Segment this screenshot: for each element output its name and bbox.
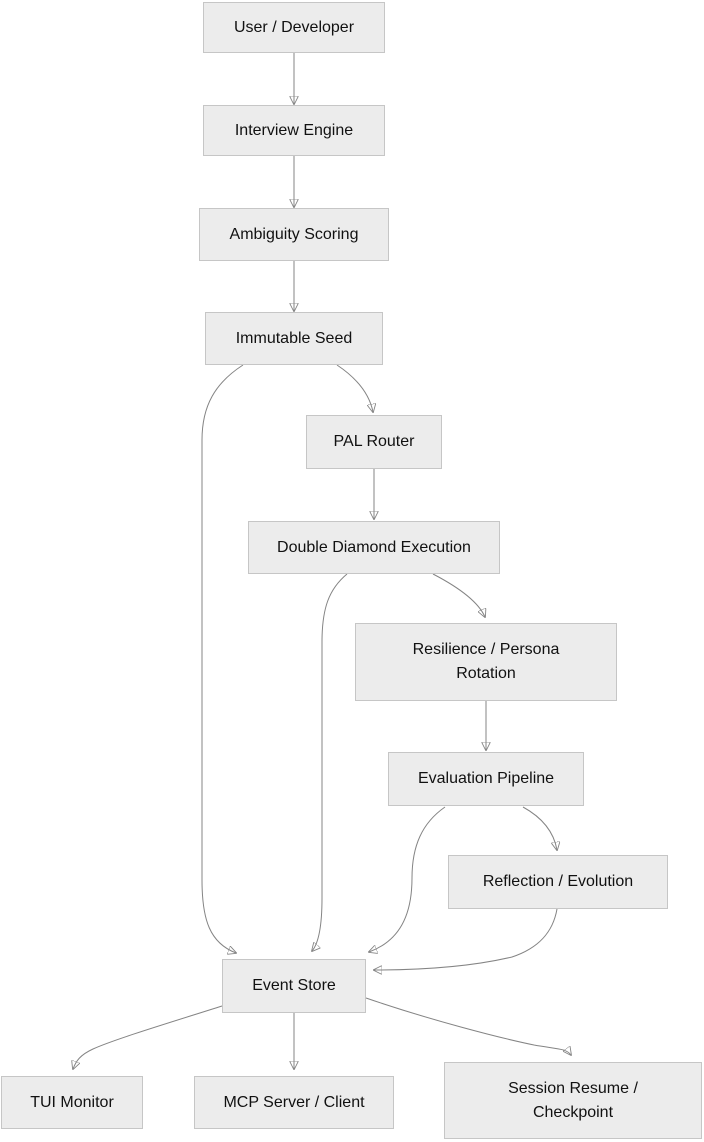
node-immutable-seed: Immutable Seed xyxy=(205,312,383,365)
node-pal-router: PAL Router xyxy=(306,415,442,469)
node-interview-engine-label: Interview Engine xyxy=(234,121,354,139)
node-resilience-persona-rotation-label: Resilience / Persona Rotation xyxy=(412,641,560,682)
node-resilience-persona-rotation: Resilience / Persona Rotation xyxy=(355,623,617,701)
node-evaluation-pipeline: Evaluation Pipeline xyxy=(388,752,584,806)
edge-dd-to-resilience xyxy=(432,573,485,617)
node-session-resume-checkpoint-label: Session Resume / Checkpoint xyxy=(508,1079,638,1121)
edge-dd-to-eventstore xyxy=(312,573,348,951)
node-evaluation-pipeline-label: Evaluation Pipeline xyxy=(417,770,555,787)
node-tui-monitor-label: TUI Monitor xyxy=(30,1093,114,1111)
node-user-developer: User / Developer xyxy=(203,2,385,53)
node-event-store-label: Event Store xyxy=(252,977,336,994)
node-mcp-server-client-label: MCP Server / Client xyxy=(223,1093,365,1111)
edge-eval-to-eventstore xyxy=(369,806,446,952)
edge-seed-to-pal xyxy=(336,364,373,412)
edge-eventstore-to-tui xyxy=(73,1005,223,1069)
edge-eventstore-to-session xyxy=(365,997,571,1055)
node-session-resume-checkpoint: Session Resume / Checkpoint xyxy=(444,1062,702,1139)
node-double-diamond-execution: Double Diamond Execution xyxy=(248,521,500,574)
edge-reflection-to-eventstore xyxy=(374,908,558,970)
node-mcp-server-client: MCP Server / Client xyxy=(194,1076,394,1129)
node-ambiguity-scoring: Ambiguity Scoring xyxy=(199,208,389,261)
node-interview-engine: Interview Engine xyxy=(203,105,385,156)
node-user-developer-label: User / Developer xyxy=(233,18,355,36)
node-event-store: Event Store xyxy=(222,959,366,1013)
node-pal-router-label: PAL Router xyxy=(333,433,415,450)
node-tui-monitor: TUI Monitor xyxy=(1,1076,143,1129)
node-immutable-seed-label: Immutable Seed xyxy=(235,329,353,347)
edge-eval-to-reflection xyxy=(522,806,557,850)
edge-seed-to-eventstore xyxy=(201,364,244,953)
node-reflection-evolution: Reflection / Evolution xyxy=(448,855,668,909)
node-ambiguity-scoring-label: Ambiguity Scoring xyxy=(229,225,359,243)
node-double-diamond-execution-label: Double Diamond Execution xyxy=(277,538,471,556)
node-reflection-evolution-label: Reflection / Evolution xyxy=(482,873,634,890)
